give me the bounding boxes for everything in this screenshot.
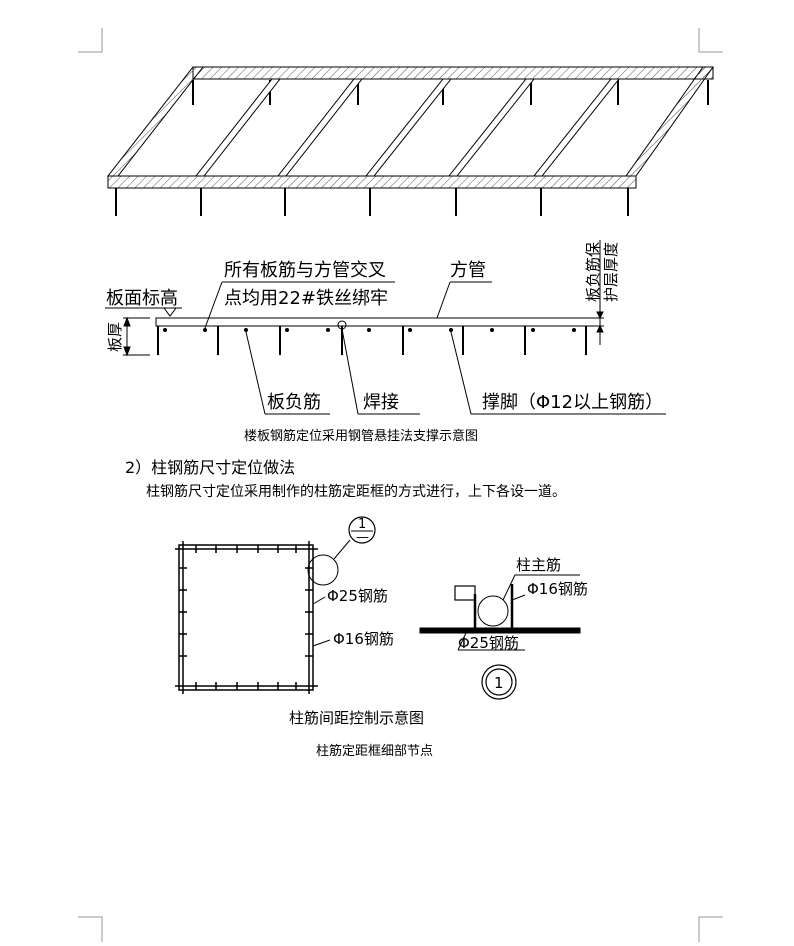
label-board-surface: 板面标高 [106,288,178,309]
label-support: 撑脚（Φ12以上钢筋） [482,392,663,413]
node-detail [419,574,581,700]
label-thickness: 板厚 [106,322,124,352]
detail-ref-number: 1 [358,517,366,532]
cross-tubes [194,78,621,177]
label-cover-line2: 护层厚度 [602,242,620,302]
rebar-dots [163,328,576,332]
label-square-tube: 方管 [450,260,486,281]
label-weld: 焊接 [363,392,399,413]
label-frame-phi16: Φ16钢筋 [333,630,394,648]
label-node-phi25: Φ25钢筋 [458,634,519,652]
caption-node: 柱筋定距框细部节点 [316,743,433,759]
support-legs [157,326,587,355]
square-tube-section [155,317,601,327]
crop-marks [78,28,723,942]
column-frame [175,516,376,694]
node-detail-number: 1 [494,674,504,692]
label-frame-phi25: Φ25钢筋 [327,587,388,605]
isometric-scaffold [106,66,714,216]
left-beam [106,66,205,177]
caption-slab: 楼板钢筋定位采用钢管悬挂法支撑示意图 [244,428,478,444]
slab-section [105,240,666,415]
caption-frame: 柱筋间距控制示意图 [289,709,424,727]
label-tie-line1: 所有板筋与方管交叉 [224,260,386,281]
label-tie-line2: 点均用22#铁丝绑牢 [224,288,388,309]
label-cover-line1: 板负筋保 [584,242,602,302]
label-node-phi16: Φ16钢筋 [527,580,588,598]
section-heading: 2）柱钢筋尺寸定位做法 [125,458,295,477]
back-beam [192,66,714,80]
label-main-bar: 柱主筋 [516,556,561,574]
right-beam [625,66,714,177]
detail-ref-denominator: — [356,530,369,545]
front-legs [115,188,629,216]
label-neg-rebar: 板负筋 [267,392,321,413]
front-beam [107,175,637,189]
section-body: 柱钢筋尺寸定位采用制作的柱筋定距框的方式进行，上下各设一道。 [146,483,566,500]
